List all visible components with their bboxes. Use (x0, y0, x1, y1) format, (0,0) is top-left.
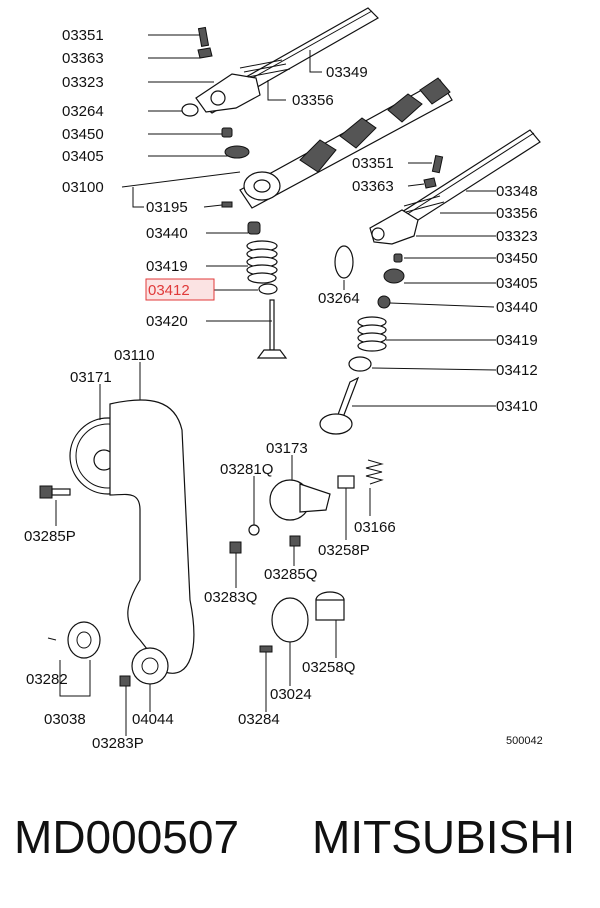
label-03412-left: 03412 (148, 282, 190, 299)
seal-03412b (348, 356, 372, 372)
camshaft (239, 77, 453, 209)
bushing-03258q (315, 591, 345, 621)
nut-03283q (229, 541, 242, 554)
label-03363-right: 03363 (352, 178, 394, 195)
label-03264-upper: 03264 (62, 103, 104, 120)
label-03405-upper: 03405 (62, 148, 104, 165)
label-03110: 03110 (114, 347, 155, 364)
label-03283q: 03283Q (204, 589, 257, 606)
label-03450-right: 03450 (496, 250, 538, 267)
pin-03282 (47, 637, 57, 641)
bolt-03285p (39, 485, 71, 499)
rocker-arm-right (369, 195, 445, 245)
label-03285q: 03285Q (264, 566, 317, 583)
idler-pulley (131, 647, 169, 685)
label-03195: 03195 (146, 199, 188, 216)
spring-seat-03405 (224, 145, 250, 159)
label-03363-upper: 03363 (62, 50, 104, 67)
label-03412-right: 03412 (496, 362, 538, 379)
footer: MD000507 MITSUBISHI (0, 800, 600, 880)
label-03405-right: 03405 (496, 275, 538, 292)
figure-number: 500042 (506, 735, 543, 747)
label-03285p: 03285P (24, 528, 76, 545)
label-03100: 03100 (62, 179, 104, 196)
label-03166: 03166 (354, 519, 396, 536)
label-03349: 03349 (326, 64, 368, 81)
retainer-03440a (247, 221, 261, 235)
label-03450-upper: 03450 (62, 126, 104, 143)
label-03356-upper: 03356 (292, 92, 334, 109)
label-03258p: 03258P (318, 542, 370, 559)
adjust-screw-right (423, 154, 444, 189)
label-03351-upper: 03351 (62, 27, 104, 44)
cap-03450 (221, 127, 233, 138)
cap-03450b (393, 253, 403, 263)
adjust-screw-upper (197, 26, 213, 59)
label-03419-right: 03419 (496, 332, 538, 349)
rocker-arm-upper (195, 59, 291, 113)
label-03284: 03284 (238, 711, 280, 728)
washer-upper (181, 103, 199, 117)
valve-03420 (256, 299, 288, 359)
label-03351-right: 03351 (352, 155, 394, 172)
spacer-03258p (337, 475, 355, 489)
label-03419-left: 03419 (146, 258, 188, 275)
spring-03166 (365, 459, 384, 485)
nut-03283p (119, 675, 131, 687)
label-03356-right: 03356 (496, 205, 538, 222)
key-03195 (221, 201, 233, 208)
tensioner-03173 (269, 479, 331, 521)
label-03171: 03171 (70, 369, 112, 386)
leader-lines (55, 34, 497, 736)
label-03410: 03410 (496, 398, 538, 415)
brand-name: MITSUBISHI (312, 811, 576, 863)
label-03024: 03024 (270, 686, 312, 703)
bolt-03285q (289, 535, 301, 547)
label-03283p: 03283P (92, 735, 144, 752)
valve-spring-right (357, 316, 387, 352)
highlight-box-03412 (145, 278, 215, 301)
label-03420: 03420 (146, 313, 188, 330)
label-03264-right: 03264 (318, 290, 360, 307)
part-number: MD000507 (14, 811, 240, 863)
label-03258q: 03258Q (302, 659, 355, 676)
valve-03410 (319, 376, 360, 435)
seal-03412a (258, 283, 278, 295)
label-03348: 03348 (496, 183, 538, 200)
label-03282: 03282 (26, 671, 68, 688)
retainer-03440b (377, 295, 391, 309)
label-03281q: 03281Q (220, 461, 273, 478)
timing-belt (109, 399, 195, 674)
crank-sprocket (67, 621, 101, 659)
part-labels: 03351 03363 03323 03264 03450 03405 0310… (24, 27, 543, 752)
key-03284 (259, 645, 273, 653)
label-03323-right: 03323 (496, 228, 538, 245)
label-03440-left: 03440 (146, 225, 188, 242)
washer-03281q (248, 524, 260, 536)
spring-seat-03405b (383, 268, 405, 284)
label-03038: 03038 (44, 711, 86, 728)
label-04044: 04044 (132, 711, 174, 728)
label-03323-upper: 03323 (62, 74, 104, 91)
label-03173: 03173 (266, 440, 308, 457)
washer-03024 (271, 597, 309, 643)
washer-right (334, 245, 354, 279)
label-03440-right: 03440 (496, 299, 538, 316)
valve-spring-left (246, 240, 278, 284)
